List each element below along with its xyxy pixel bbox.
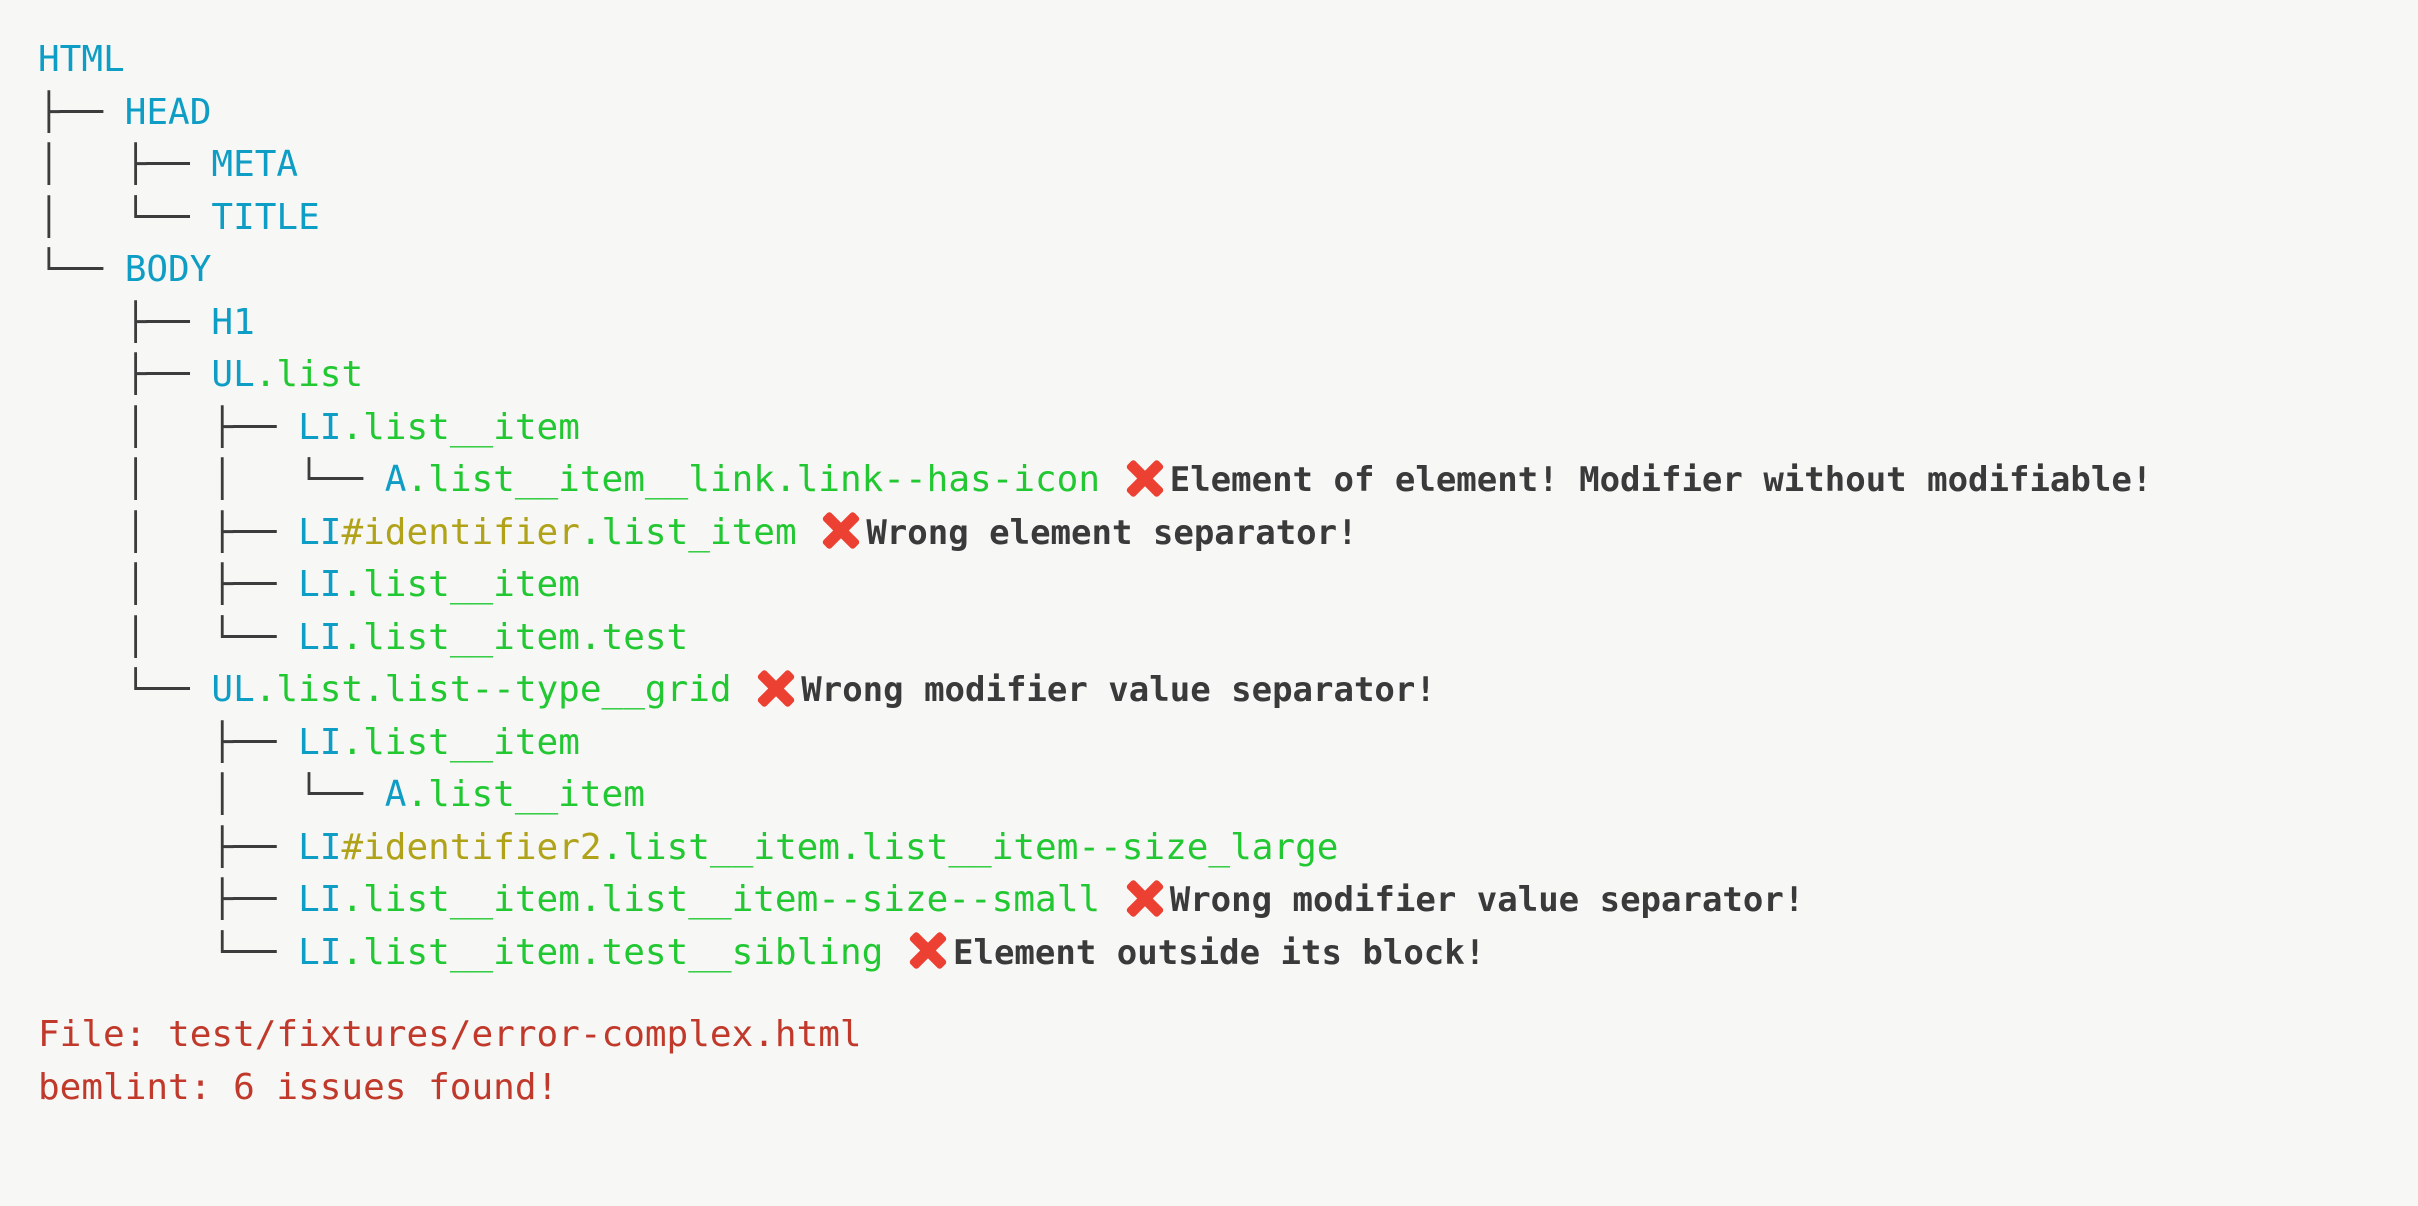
tree-guide: └── <box>38 249 125 290</box>
element-classes: .list__item.list__item--size_large <box>601 826 1339 868</box>
tree-row: │ ├── LI.list__item <box>38 402 2418 455</box>
element-classes: .list.list--type__grid <box>254 669 732 710</box>
element-tag: META <box>211 144 299 185</box>
tree-guide: │ ├── <box>38 511 299 553</box>
tree-row: ├── H1 <box>38 297 2418 350</box>
element-classes: .list <box>254 354 364 395</box>
error-x-icon <box>1126 879 1164 917</box>
element-tag: LI <box>298 406 342 448</box>
error-x-icon <box>1126 459 1164 497</box>
tree-guide: ├── <box>38 826 299 868</box>
spacer <box>883 932 905 973</box>
element-tag: HEAD <box>124 91 212 133</box>
element-classes: .list__item.test__sibling <box>341 931 884 973</box>
element-tag: BODY <box>124 249 212 290</box>
summary-line: bemlint: 6 issues found! <box>38 1066 559 1108</box>
error-message: Element of element! Modifier without mod… <box>1169 460 2153 500</box>
tree-guide: ├── <box>38 91 125 133</box>
error-message: Wrong element separator! <box>866 512 1358 553</box>
error-x-icon <box>822 512 860 550</box>
summary-block: File: test/fixtures/error-complex.html b… <box>38 1009 2418 1114</box>
element-tag: LI <box>298 616 342 658</box>
element-tag: LI <box>298 826 342 868</box>
tree-guide: │ └── <box>38 774 385 815</box>
element-tag: H1 <box>211 301 255 343</box>
element-tag: A <box>384 774 407 815</box>
tree-guide: └── <box>38 931 299 973</box>
tree-row: │ │ └── A.list__item__link.link--has-ico… <box>38 454 2418 507</box>
tree-row: ├── HEAD <box>38 87 2418 140</box>
element-tag: A <box>384 459 407 500</box>
tree-row: │ └── LI.list__item.test <box>38 612 2418 665</box>
tree-guide: │ └── <box>38 616 299 658</box>
tree-guide: ├── <box>38 354 212 395</box>
element-tag: LI <box>298 564 342 605</box>
element-classes: .list__item.test <box>341 616 689 658</box>
tree-row: └── LI.list__item.test__sibling Element … <box>38 927 2418 980</box>
tree-guide: │ ├── <box>38 564 299 605</box>
element-tag: HTML <box>38 39 125 80</box>
tree-guide: └── <box>38 669 212 710</box>
tree-row: HTML <box>38 34 2418 87</box>
tree-row: └── UL.list.list--type__grid Wrong modif… <box>38 664 2418 717</box>
error-message: Wrong modifier value separator! <box>801 670 1436 710</box>
terminal-output: HTML├── HEAD│ ├── META│ └── TITLE└── BOD… <box>0 0 2418 1114</box>
element-classes: .list_item <box>579 511 797 553</box>
tree-row: ├── LI#identifier2.list__item.list__item… <box>38 822 2418 875</box>
element-classes: .list__item <box>341 406 580 448</box>
tree-row: │ ├── META <box>38 139 2418 192</box>
spacer <box>1100 879 1122 920</box>
element-tag: TITLE <box>211 196 320 238</box>
element-classes: .list__item <box>341 721 580 763</box>
element-tag: UL <box>211 669 255 710</box>
element-tag: LI <box>298 721 342 763</box>
tree-guide: │ ├── <box>38 406 299 448</box>
spacer <box>797 512 819 553</box>
element-tag: LI <box>298 511 342 553</box>
error-message: Element outside its block! <box>953 932 1486 973</box>
tree-guide: │ ├── <box>38 144 212 185</box>
tree-row: └── BODY <box>38 244 2418 297</box>
tree-row: │ └── TITLE <box>38 192 2418 245</box>
tree-guide: │ └── <box>38 196 212 238</box>
error-x-icon <box>909 932 947 970</box>
element-classes: .list__item <box>406 774 645 815</box>
tree-guide: ├── <box>38 879 299 920</box>
tree-row: │ ├── LI.list__item <box>38 559 2418 612</box>
tree-guide: ├── <box>38 721 299 763</box>
element-id: #identifier2 <box>341 826 602 868</box>
file-line: File: test/fixtures/error-complex.html <box>38 1014 862 1055</box>
element-classes: .list__item.list__item--size--small <box>341 879 1101 920</box>
tree-row: ├── UL.list <box>38 349 2418 402</box>
spacer <box>1100 459 1122 500</box>
spacer <box>732 669 754 710</box>
element-tag: UL <box>211 354 255 395</box>
element-classes: .list__item <box>341 564 580 605</box>
dom-tree: HTML├── HEAD│ ├── META│ └── TITLE└── BOD… <box>38 34 2418 979</box>
element-classes: .list__item__link.link--has-icon <box>406 459 1101 500</box>
error-message: Wrong modifier value separator! <box>1169 880 1805 920</box>
element-tag: LI <box>298 879 342 920</box>
element-tag: LI <box>298 931 342 973</box>
tree-row: ├── LI.list__item.list__item--size--smal… <box>38 874 2418 927</box>
element-id: #identifier <box>341 511 580 553</box>
tree-guide: │ │ └── <box>38 459 385 500</box>
error-x-icon <box>757 669 795 707</box>
tree-row: │ ├── LI#identifier.list_item Wrong elem… <box>38 507 2418 560</box>
tree-guide: ├── <box>38 301 212 343</box>
tree-row: ├── LI.list__item <box>38 717 2418 770</box>
tree-row: │ └── A.list__item <box>38 769 2418 822</box>
